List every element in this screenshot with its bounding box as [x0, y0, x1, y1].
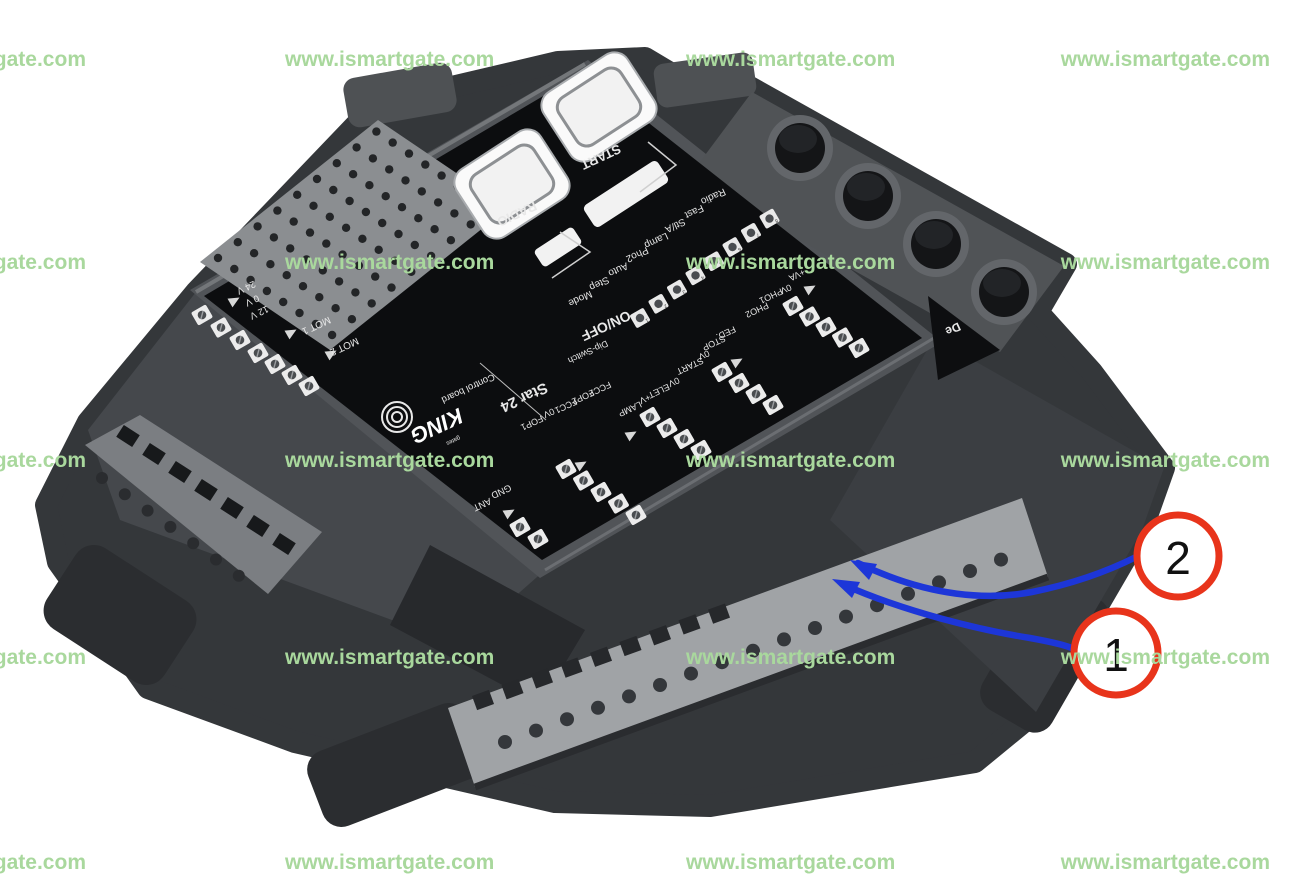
arrowhead-2	[850, 560, 877, 580]
left-terminal-holes	[96, 424, 296, 582]
fop-0v-label: 0V	[542, 406, 556, 420]
start-button	[540, 51, 658, 163]
panel-window-slots	[534, 161, 669, 267]
corner-partial-label: De	[943, 319, 963, 338]
callout-2-number: 2	[1165, 532, 1191, 584]
start-bracket-line	[639, 141, 678, 193]
strip-shadow	[473, 573, 1050, 791]
dip-switch-number: 5	[718, 260, 723, 267]
dip-switch-number: 3	[681, 288, 686, 295]
callout-2-line	[854, 553, 1140, 600]
arrowhead-1	[832, 579, 860, 598]
edge-highlight-2	[544, 336, 935, 572]
speaker-grille	[200, 120, 508, 350]
relay-block	[390, 545, 585, 705]
gates-logo-text: gates	[445, 434, 461, 446]
callout-arrowheads	[832, 560, 877, 598]
corner-triangle	[928, 296, 1000, 380]
callout-1-number: 1	[1103, 629, 1129, 681]
dip-switch-number: 4	[700, 274, 705, 281]
plusv-label: +V	[638, 392, 652, 406]
dip-switch-number: 1	[644, 317, 649, 324]
callout-lines	[838, 553, 1140, 653]
safety-0v-label: 0V	[779, 282, 793, 296]
adjust-knobs	[767, 115, 1037, 325]
lamp-0v-label: 0V	[667, 375, 681, 389]
dip-switch-number: 6	[737, 246, 742, 253]
radio-bracket-line	[551, 231, 592, 279]
strip-holes	[471, 552, 1008, 749]
terminal-pin-blocks	[191, 295, 870, 550]
cmd-0v-label: 0V	[697, 348, 711, 362]
panel-divider-line	[479, 362, 547, 421]
radio-button	[453, 128, 571, 240]
dip-switch-number: 7	[755, 231, 760, 238]
panel-arrows	[227, 285, 816, 520]
callout-2: 2	[1133, 511, 1223, 601]
callout-1-line	[838, 580, 1078, 653]
king-logo-swirl	[381, 401, 413, 433]
grille-dots	[213, 127, 495, 340]
callout-1: 1	[1070, 607, 1162, 699]
dip-switch-number: 2	[663, 302, 668, 309]
left-terminal-block	[85, 415, 322, 594]
dip-switch-number: 8	[774, 217, 779, 224]
dip-switch-block: 1 2 3 4 5 6 7 8	[630, 208, 780, 328]
